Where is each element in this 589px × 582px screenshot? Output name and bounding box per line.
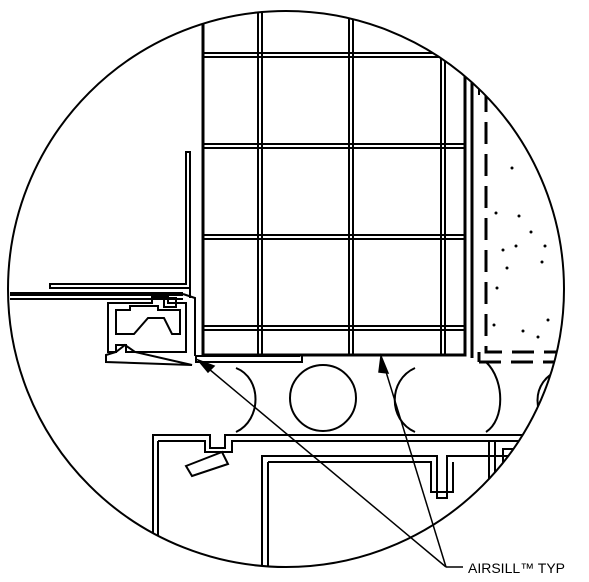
setting-blocks	[235, 361, 561, 433]
detail-circle	[7, 10, 565, 568]
glass-block-panel	[201, 11, 474, 358]
concrete-wall	[470, 65, 564, 364]
airsill-callout-label: AIRSILL™ TYP	[468, 560, 566, 576]
sill-flashing	[10, 151, 196, 356]
callout-leaders	[195, 353, 463, 568]
airsill-profile	[105, 296, 303, 366]
